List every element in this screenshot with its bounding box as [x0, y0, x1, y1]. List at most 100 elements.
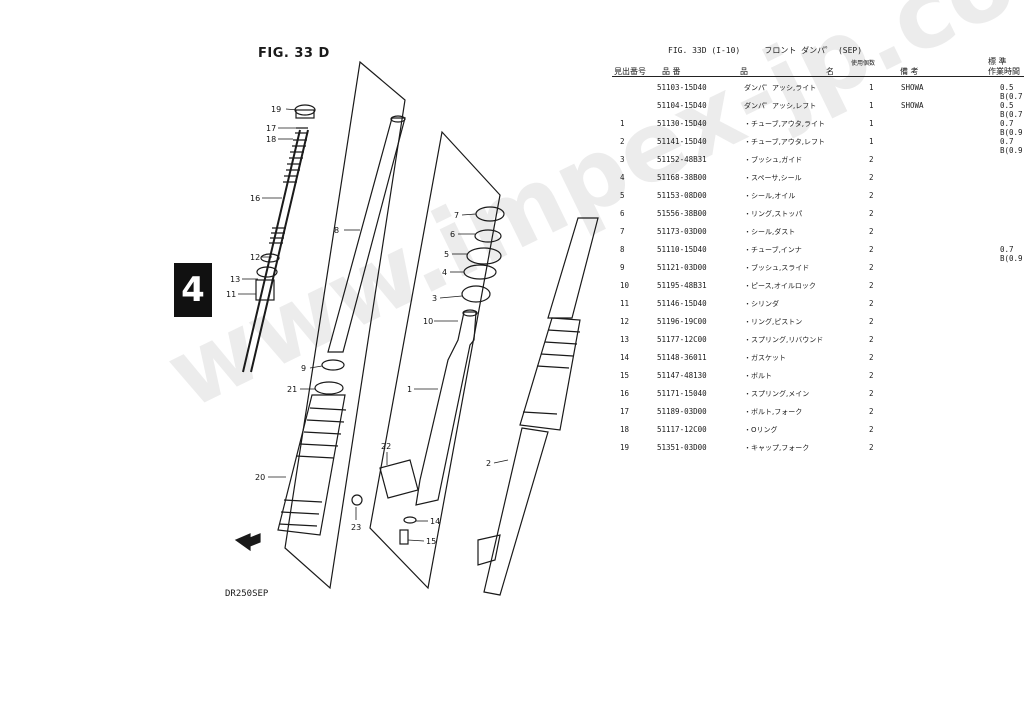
- description-cell: ダンパ゜アッシ,ライト: [744, 84, 817, 92]
- description-cell: ・キャップ,フォーク: [744, 444, 810, 452]
- standard-time-value: 0.5: [1000, 83, 1014, 92]
- front-arrow-icon: [234, 533, 261, 552]
- callout-14: 14: [430, 517, 440, 526]
- description-cell: ・スペーサ,シール: [744, 174, 802, 182]
- callout-13: 13: [230, 275, 240, 284]
- callout-23: 23: [351, 523, 361, 532]
- description-cell: ・ピース,オイルロック: [744, 282, 816, 290]
- gasket: [403, 516, 417, 524]
- outer-tube-right: [415, 311, 477, 506]
- callout-17: 17: [266, 124, 276, 133]
- callout-11: 11: [226, 290, 236, 299]
- part-number-cell: 51195-48B31: [657, 281, 707, 290]
- callout-10: 10: [423, 317, 433, 326]
- description-cell: ・ボルト,フォーク: [744, 408, 803, 416]
- description-cell: ・シリンダ: [744, 300, 779, 308]
- remarks-cell: SHOWA: [901, 83, 924, 92]
- quantity-cell: 2: [869, 407, 874, 416]
- ref-cell: 16: [620, 389, 630, 398]
- description-cell: ・シール,オイル: [744, 192, 796, 200]
- quantity-cell: 1: [869, 119, 874, 128]
- part-number-cell: 51153-08D00: [657, 191, 707, 200]
- header-desc: 品: [740, 67, 748, 76]
- ref-cell: 13: [620, 335, 630, 344]
- part-number-cell: 51173-03D00: [657, 227, 707, 236]
- ref-cell: 9: [620, 263, 625, 272]
- header-std: 標 準: [988, 57, 1007, 66]
- ref-cell: 3: [620, 155, 625, 164]
- description-cell: ・ガスケット: [744, 354, 786, 362]
- callout-18: 18: [266, 135, 276, 144]
- axle-holder: [379, 459, 419, 499]
- quantity-cell: 2: [869, 335, 874, 344]
- piston-ring: [260, 253, 280, 263]
- quantity-cell: 2: [869, 443, 874, 452]
- part-number-cell: 51556-38B00: [657, 209, 707, 218]
- part-number-cell: 51351-03D00: [657, 443, 707, 452]
- description-cell: ・スプリング,リバウンド: [744, 336, 824, 344]
- rebound-spring: [269, 227, 286, 244]
- inner-tube: [327, 117, 406, 353]
- ref-cell: 4: [620, 173, 625, 182]
- ref-cell: 1: [620, 119, 625, 128]
- quantity-cell: 1: [869, 83, 874, 92]
- quantity-cell: 2: [869, 317, 874, 326]
- section-tab: 4: [174, 263, 212, 317]
- callout-3: 3: [432, 294, 437, 303]
- ref-cell: 2: [620, 137, 625, 146]
- part-number-cell: 51117-12C00: [657, 425, 707, 434]
- quantity-cell: 2: [869, 209, 874, 218]
- quantity-cell: 2: [869, 371, 874, 380]
- oil-seal: [466, 247, 502, 265]
- part-number-cell: 51177-12C00: [657, 335, 707, 344]
- quantity-cell: 1: [869, 101, 874, 110]
- header-qty: 使用個数: [851, 60, 876, 67]
- description-cell: ・チューブ,アウタ,ライト: [744, 120, 826, 128]
- description-cell: ・ブッシュ,ガイド: [744, 156, 803, 164]
- description-cell: ・リング,ピストン: [744, 318, 803, 326]
- description-cell: ・シール,ダスト: [744, 228, 796, 236]
- drain-bolt: [399, 529, 409, 545]
- quantity-cell: 2: [869, 353, 874, 362]
- ref-cell: 8: [620, 245, 625, 254]
- standard-time-alt: B(0.9: [1000, 128, 1023, 137]
- stopper-ring: [474, 229, 502, 243]
- axle-clamp: [477, 534, 501, 566]
- callout-2: 2: [486, 459, 491, 468]
- part-number-cell: 51141-15D40: [657, 137, 707, 146]
- standard-time-alt: B(0.7: [1000, 110, 1023, 119]
- description-cell: ダンパ゜アッシ,レフト: [744, 102, 817, 110]
- part-number-cell: 51130-15D40: [657, 119, 707, 128]
- ref-cell: 10: [620, 281, 630, 290]
- callout-20: 20: [255, 473, 265, 482]
- standard-time-value: 0.7: [1000, 119, 1014, 128]
- part-number-cell: 51168-38B00: [657, 173, 707, 182]
- callout-1: 1: [407, 385, 412, 394]
- ref-cell: 18: [620, 425, 630, 434]
- group-frame-inner-tube: [284, 60, 406, 590]
- part-number-cell: 51103-15D40: [657, 83, 707, 92]
- inner-tube-left: [547, 217, 599, 319]
- quantity-cell: 2: [869, 389, 874, 398]
- standard-time-alt: B(0.9: [1000, 146, 1023, 155]
- model-code: DR250SEP: [225, 589, 269, 599]
- header-name: 名: [826, 67, 834, 76]
- callout-12: 12: [250, 253, 260, 262]
- standard-time-value: 0.5: [1000, 101, 1014, 110]
- ref-cell: 7: [620, 227, 625, 236]
